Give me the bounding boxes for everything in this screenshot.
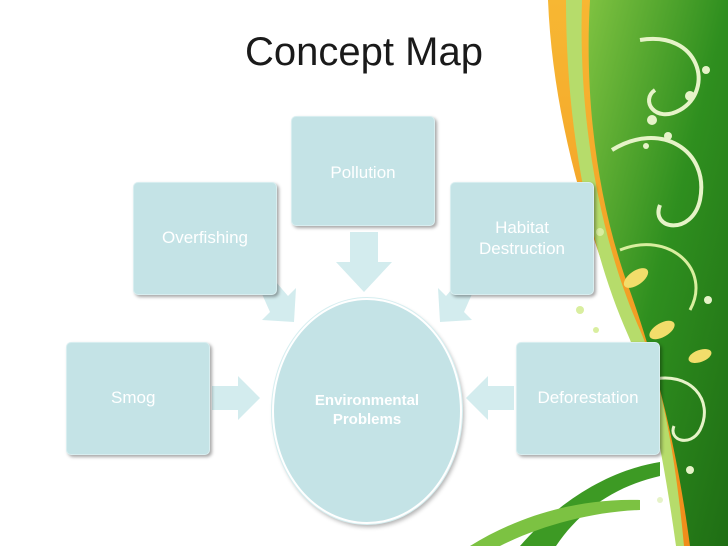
center-node-label: Environmental Problems	[314, 392, 420, 428]
node-habitat-destruction: Habitat Destruction	[450, 182, 594, 295]
center-node-environmental-problems: Environmental Problems	[272, 298, 462, 524]
slide-title: Concept Map	[245, 30, 483, 74]
node-deforestation: Deforestation	[516, 342, 660, 455]
node-smog-label: Smog	[111, 388, 156, 408]
node-pollution-label: Pollution	[330, 163, 396, 182]
node-smog: Smog	[66, 342, 210, 455]
node-deforestation-label: Deforestation	[537, 388, 639, 408]
node-pollution: Pollution	[291, 116, 435, 226]
node-habitat-destruction-label: Habitat Destruction	[479, 218, 565, 258]
page-number: Page 13	[614, 514, 667, 530]
node-overfishing: Overfishing	[133, 182, 277, 295]
node-overfishing-label: Overfishing	[162, 228, 248, 248]
